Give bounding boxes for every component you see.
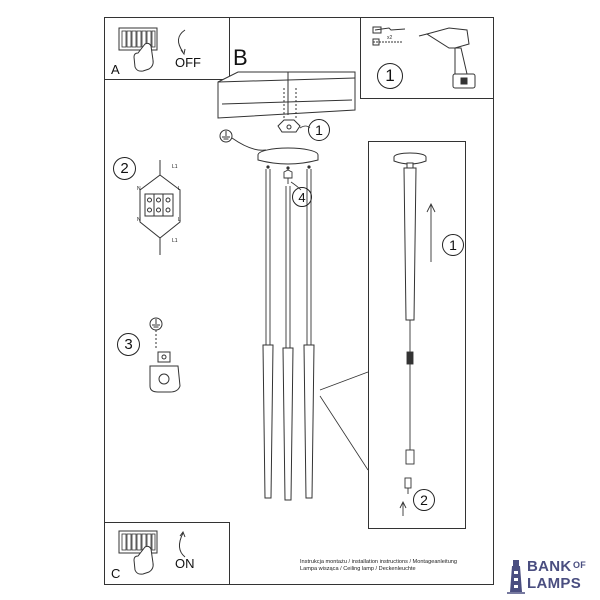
single-pendant-illustration	[393, 152, 436, 516]
step-4-number: 4	[292, 187, 312, 207]
quantity-label: x2	[387, 35, 393, 41]
switch-on-label: ON	[175, 556, 195, 571]
switch-off-label: OFF	[175, 55, 201, 70]
panel-a-switch-off: A OFF	[104, 17, 230, 80]
step-3-number: 3	[117, 333, 140, 356]
panel-c-switch-on: C ON	[104, 522, 230, 585]
detail-step-1-number: 1	[442, 234, 464, 256]
pendant-detail-box: 1 2	[368, 141, 466, 529]
panel-c-letter: C	[111, 566, 121, 581]
instruction-caption: Instrukcja montażu / installation instru…	[300, 559, 457, 574]
bank-of-lamps-logo: BANK OF LAMPS	[505, 556, 600, 596]
wire-n-top: N	[137, 186, 141, 192]
panel-b-letter: B	[233, 45, 248, 70]
switch-off-illustration	[118, 27, 186, 72]
instruction-sheet-frame	[104, 17, 494, 585]
detail-step-2-number: 2	[413, 489, 435, 511]
logo-word-lamps: LAMPS	[527, 575, 581, 592]
wire-l1-top: L1	[172, 164, 178, 170]
wire-l-top: L	[178, 186, 181, 192]
caption-line-1: Instrukcja montażu / installation instru…	[300, 559, 458, 565]
switch-on-illustration	[118, 530, 186, 575]
logo-word-bank: BANK	[527, 558, 572, 575]
logo-word-of: OF	[573, 560, 587, 570]
panel-a-letter: A	[111, 62, 120, 77]
panel-step-1-tools: x2 1	[360, 17, 494, 99]
lighthouse-icon	[507, 560, 525, 594]
drill-and-screws-illustration: x2	[372, 26, 476, 89]
step-1-number: 1	[377, 63, 403, 89]
wire-l-bottom: L	[178, 217, 181, 223]
step-1-bracket-number: 1	[308, 119, 330, 141]
wire-l1-bottom: L1	[172, 238, 178, 244]
step-2-number: 2	[113, 157, 136, 180]
wire-n-bottom: N	[137, 217, 141, 223]
caption-line-2: Lampa wisząca / Ceiling lamp / Deckenleu…	[300, 566, 416, 573]
